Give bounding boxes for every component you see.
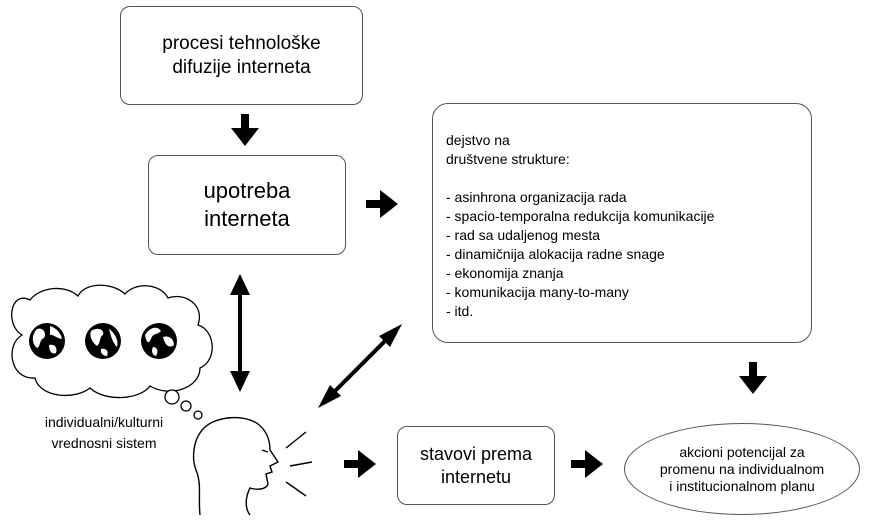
head-speaking-icon — [192, 417, 313, 516]
value-system-line-2: vrednosni sistem — [51, 435, 157, 451]
arrow-double-diagonal — [318, 324, 402, 408]
arrow-right-2 — [344, 450, 376, 478]
value-system-label: individualni/kulturni vrednosni sistem — [14, 412, 194, 454]
arrow-double-vertical — [230, 274, 250, 392]
stavovi-line-2: internetu — [440, 466, 512, 487]
procesi-box: procesi tehnološke difuzije interneta — [120, 6, 363, 105]
arrow-down-2 — [739, 362, 767, 394]
arrow-right-1 — [366, 190, 398, 218]
akcioni-ellipse: akcioni potencijal za promenu na individ… — [624, 423, 860, 515]
value-system-line-1: individualni/kulturni — [44, 414, 164, 430]
akcioni-line-3: i institucionalnom planu — [669, 477, 815, 494]
procesi-line-1: procesi tehnološke — [162, 32, 321, 54]
dejstvo-item: - asinhrona organizacija rada — [446, 189, 627, 205]
globe-icon — [141, 323, 177, 359]
stavovi-line-1: stavovi prema — [419, 443, 533, 464]
dejstvo-item: - komunikacija many-to-many — [446, 284, 629, 300]
upotreba-line-1: upotreba — [203, 178, 291, 203]
globe-icon — [85, 323, 121, 359]
dejstvo-heading-2: društvene strukture: — [446, 151, 570, 167]
arrow-down-1 — [231, 114, 259, 146]
stavovi-box: stavovi prema internetu — [397, 426, 555, 505]
upotreba-line-2: interneta — [204, 206, 290, 231]
dejstvo-item: - itd. — [446, 303, 474, 319]
arrow-right-3 — [571, 450, 603, 478]
akcioni-line-2: promenu na individualnom — [659, 460, 825, 477]
dejstvo-item: - spacio-temporalna redukcija komunikaci… — [446, 208, 715, 224]
akcioni-line-1: akcioni potencijal za — [679, 443, 805, 460]
dejstvo-item: - dinamičnija alokacija radne snage — [446, 246, 665, 262]
dejstvo-box: dejstvo na društvene strukture: - asinhr… — [432, 103, 812, 343]
procesi-line-2: difuzije interneta — [172, 56, 311, 78]
dejstvo-heading-1: dejstvo na — [446, 132, 510, 148]
dejstvo-item: - ekonomija znanja — [446, 265, 564, 281]
upotreba-box: upotreba interneta — [148, 155, 346, 255]
globe-icon — [29, 323, 65, 359]
dejstvo-item: - rad sa udaljenog mesta — [446, 227, 601, 243]
